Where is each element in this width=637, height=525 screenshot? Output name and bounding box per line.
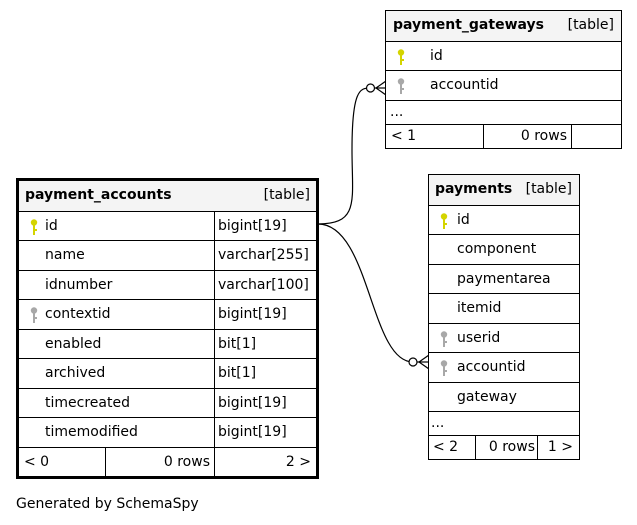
table-payment-gateways[interactable]: payment_gateways [table] id accountid ...…	[385, 10, 622, 149]
column-type: bigint[19]	[218, 394, 287, 411]
column-row[interactable]: idnumber varchar[100]	[19, 269, 316, 299]
footer-parents[interactable]: < 2	[433, 439, 459, 455]
key-icon	[439, 330, 449, 348]
column-row[interactable]: enabled bit[1]	[19, 328, 316, 358]
column-row[interactable]: accountid	[429, 352, 579, 382]
table-kind: [table]	[525, 181, 572, 197]
column-type: varchar[100]	[218, 276, 309, 293]
column-name: id	[457, 211, 470, 228]
ellipsis-text: ...	[431, 415, 445, 431]
column-row[interactable]: id	[429, 204, 579, 235]
column-row[interactable]: timemodified bigint[19]	[19, 417, 316, 447]
key-icon	[396, 77, 406, 95]
table-title: payment_gateways	[393, 17, 544, 33]
column-name: enabled	[45, 335, 102, 352]
column-row[interactable]: accountid	[386, 70, 621, 100]
table-footer: < 2 0 rows 1 >	[429, 435, 579, 459]
column-row[interactable]: component	[429, 234, 579, 264]
table-header: payments [table]	[429, 175, 579, 205]
column-name: id	[430, 47, 443, 64]
table-ellipsis: ...	[429, 411, 579, 435]
footer-parents[interactable]: < 1	[391, 127, 417, 144]
crowfoot-payments	[408, 354, 430, 370]
table-ellipsis: ...	[386, 99, 621, 124]
column-row[interactable]: gateway	[429, 381, 579, 412]
table-payment-accounts[interactable]: payment_accounts [table] id bigint[19] nam…	[16, 178, 319, 479]
column-type: bit[1]	[218, 365, 257, 381]
table-kind: [table]	[567, 17, 614, 33]
column-name: paymentarea	[457, 270, 551, 287]
footer-rows: 0 rows	[163, 453, 210, 470]
key-icon	[29, 218, 39, 236]
table-kind: [table]	[263, 187, 310, 203]
column-name: contextid	[45, 306, 111, 322]
column-row[interactable]: id bigint[19]	[19, 210, 316, 240]
column-name: userid	[457, 329, 501, 346]
relationship-line-gateways	[317, 87, 371, 225]
column-name: id	[45, 217, 58, 234]
column-type: varchar[255]	[218, 247, 309, 263]
table-payments[interactable]: payments [table] id component paymentarea i…	[428, 174, 580, 460]
footer-rows: 0 rows	[520, 127, 567, 144]
column-name: component	[457, 241, 537, 257]
column-row[interactable]: timecreated bigint[19]	[19, 387, 316, 417]
relationship-line-payments	[317, 223, 414, 363]
key-icon	[439, 359, 449, 377]
key-icon	[396, 48, 406, 66]
column-row[interactable]: itemid	[429, 293, 579, 323]
table-footer: < 1 0 rows	[386, 123, 621, 148]
generated-by-label: Generated by SchemaSpy	[16, 496, 199, 512]
column-type: bigint[19]	[218, 424, 287, 440]
key-icon	[439, 212, 449, 230]
table-header: payment_accounts [table]	[19, 181, 316, 211]
column-name: timecreated	[45, 394, 130, 411]
key-icon	[29, 306, 39, 324]
crowfoot-gateways	[365, 80, 387, 96]
column-name: name	[45, 247, 85, 263]
column-row[interactable]: name varchar[255]	[19, 240, 316, 270]
footer-children[interactable]: 2 >	[285, 453, 311, 470]
ellipsis-text: ...	[390, 103, 404, 120]
column-row[interactable]: paymentarea	[429, 263, 579, 294]
column-name: gateway	[457, 388, 517, 405]
column-name: itemid	[457, 300, 502, 316]
column-row[interactable]: id	[386, 40, 621, 71]
column-name: timemodified	[45, 424, 138, 440]
column-name: accountid	[457, 359, 526, 375]
column-type: bit[1]	[218, 335, 257, 352]
table-footer: < 0 0 rows 2 >	[19, 446, 316, 476]
table-title: payments	[435, 181, 513, 197]
column-type: bigint[19]	[218, 306, 287, 322]
column-name: idnumber	[45, 276, 113, 293]
column-name: archived	[45, 365, 106, 381]
table-header: payment_gateways [table]	[386, 11, 621, 41]
column-name: accountid	[430, 77, 499, 93]
footer-parents[interactable]: < 0	[24, 453, 50, 470]
column-row[interactable]: contextid bigint[19]	[19, 299, 316, 329]
footer-children[interactable]: 1 >	[547, 439, 573, 455]
table-title: payment_accounts	[25, 187, 172, 203]
footer-rows: 0 rows	[488, 439, 535, 455]
column-row[interactable]: archived bit[1]	[19, 358, 316, 388]
column-row[interactable]: userid	[429, 322, 579, 353]
column-type: bigint[19]	[218, 217, 287, 234]
